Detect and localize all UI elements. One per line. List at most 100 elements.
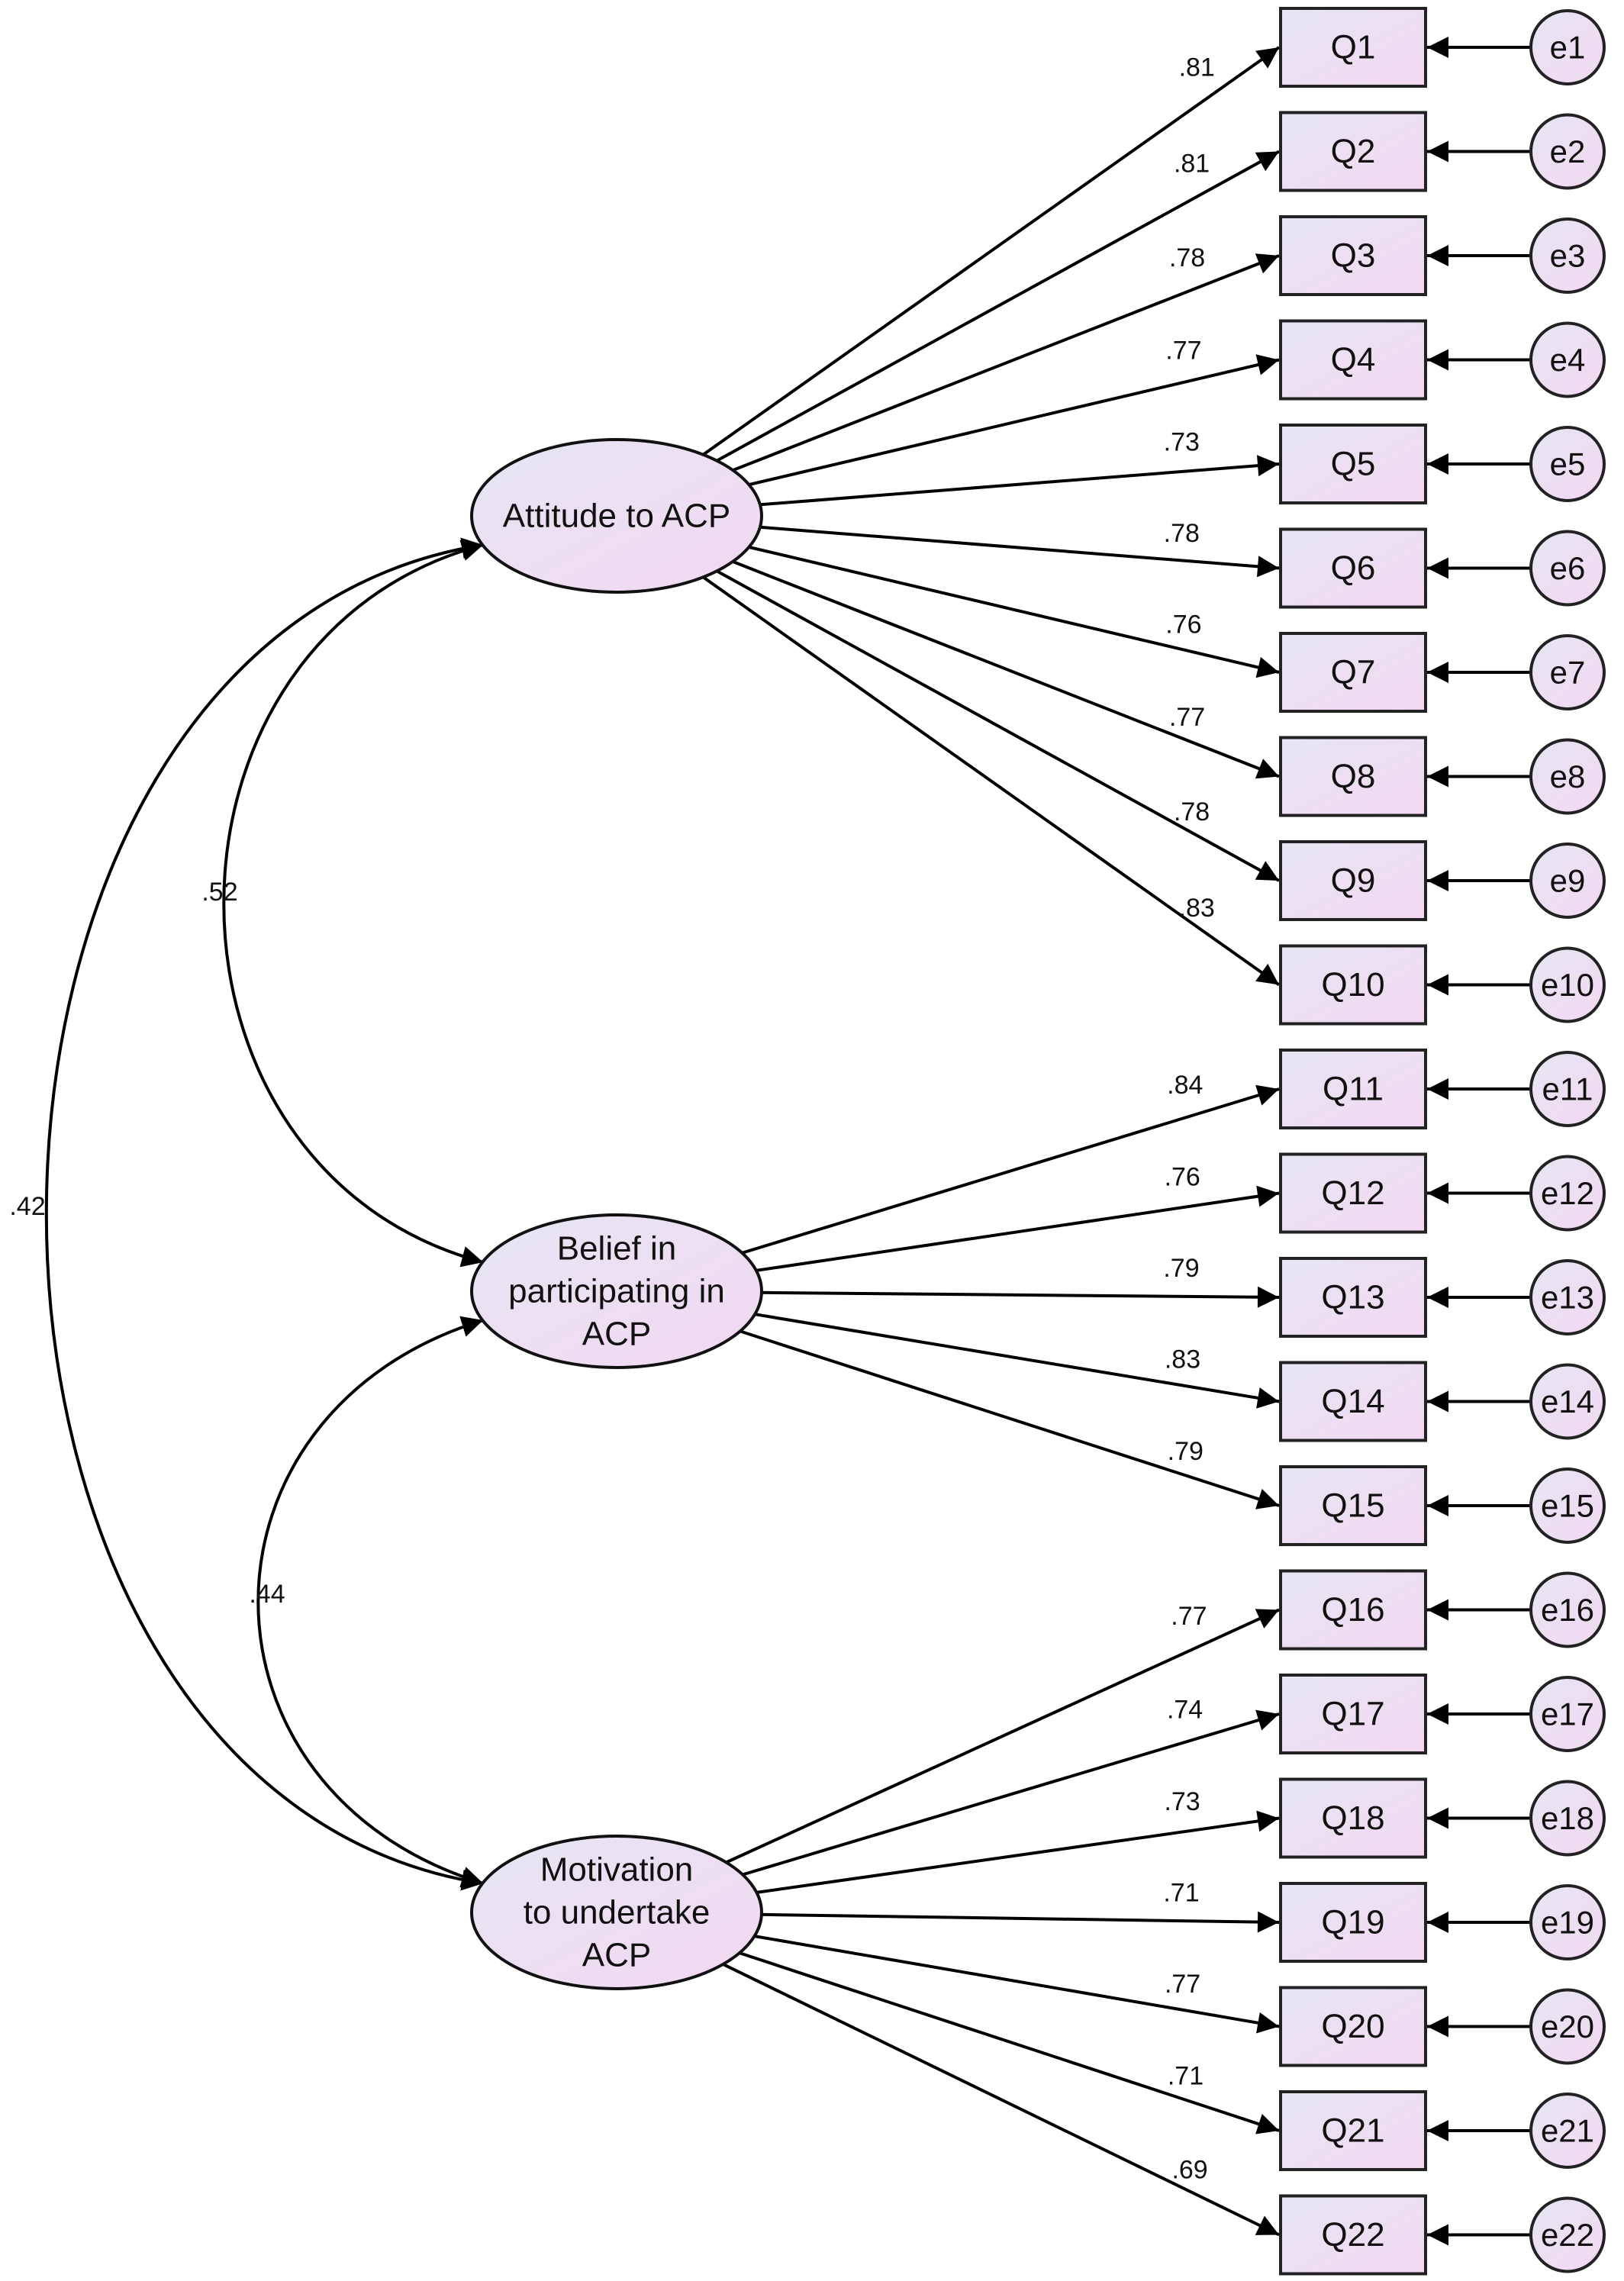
latent-factor-label: participating in: [508, 1273, 725, 1310]
error-term-circle: [1529, 530, 1606, 607]
indicator-label: Q21: [1321, 2112, 1384, 2150]
error-term-circle: [1529, 1676, 1606, 1752]
loading-arrow: [759, 455, 1280, 507]
error-term-circle: [1529, 217, 1606, 294]
loading-label: .78: [1164, 519, 1200, 548]
indicator-box: [1279, 1777, 1427, 1859]
error-term-label: e21: [1541, 2113, 1594, 2149]
indicator-label: Q20: [1321, 2008, 1384, 2045]
loading-arrow: [739, 1951, 1280, 2134]
error-term-circle: [1529, 9, 1606, 85]
indicator-box: [1279, 2194, 1427, 2276]
error-term-circle: [1529, 1051, 1606, 1127]
loading-arrow: [748, 354, 1280, 487]
error-term-label: e2: [1550, 134, 1586, 169]
indicator-box: [1279, 840, 1427, 921]
indicator-label: Q14: [1321, 1383, 1384, 1420]
loading-label: .77: [1165, 1970, 1200, 1999]
indicator-box: [1279, 1361, 1427, 1442]
error-term-label: e1: [1550, 30, 1586, 66]
error-term-label: e12: [1541, 1175, 1594, 1211]
error-term-circle: [1529, 1468, 1606, 1544]
loading-label: .69: [1171, 2155, 1207, 2184]
indicator-label: Q15: [1321, 1487, 1384, 1525]
error-term-circle: [1529, 1259, 1606, 1335]
loading-label: .77: [1169, 703, 1205, 732]
latent-factor-label: Belief in: [557, 1230, 677, 1268]
indicator-box: [1279, 1569, 1427, 1651]
loading-arrow: [754, 1313, 1280, 1409]
loading-label: .83: [1179, 894, 1215, 923]
indicator-label: Q12: [1321, 1174, 1384, 1212]
loading-arrow: [716, 150, 1280, 462]
error-term-label: e11: [1542, 1071, 1593, 1107]
indicator-box: [1279, 944, 1427, 1026]
loading-label: .84: [1167, 1071, 1203, 1100]
indicator-box: [1279, 1257, 1427, 1338]
loading-arrow: [741, 1084, 1280, 1255]
error-term-circle: [1529, 738, 1606, 815]
error-term-circle: [1529, 2093, 1606, 2169]
error-term-circle: [1529, 426, 1606, 502]
loading-arrow: [748, 545, 1280, 678]
covariance-arc: [44, 537, 484, 1891]
loading-edge-layer: [702, 37, 1531, 2246]
covariance-label: .44: [249, 1580, 285, 1609]
loading-arrow: [722, 1963, 1280, 2237]
loading-label: .73: [1164, 1787, 1200, 1816]
error-term-circle: [1529, 1780, 1606, 1857]
loading-arrow: [702, 46, 1281, 456]
covariance-label: .42: [9, 1192, 45, 1221]
indicator-label: Q9: [1331, 862, 1376, 900]
loading-label: .83: [1165, 1345, 1200, 1374]
loading-label: .73: [1164, 428, 1200, 457]
latent-factor-label: Motivation: [540, 1851, 694, 1889]
error-term-circle: [1529, 1155, 1606, 1232]
error-term-circle: [1529, 1363, 1606, 1440]
covariance-arc: [256, 1316, 484, 1888]
indicator-box: [1279, 111, 1427, 192]
indicator-box: [1279, 2090, 1427, 2171]
loading-label: .76: [1165, 1163, 1200, 1192]
error-term-label: e18: [1541, 1800, 1594, 1836]
error-term-label: e10: [1541, 967, 1594, 1003]
loading-label: .78: [1169, 243, 1205, 272]
error-term-label: e9: [1550, 863, 1586, 899]
loading-arrow: [725, 1608, 1280, 1864]
loading-label: .76: [1165, 611, 1201, 640]
indicator-box: [1279, 632, 1427, 713]
error-term-label: e15: [1541, 1488, 1594, 1524]
error-term-circle: [1529, 842, 1606, 919]
loading-arrow: [702, 575, 1281, 987]
indicator-label: Q18: [1321, 1799, 1384, 1837]
error-term-label: e4: [1550, 342, 1586, 378]
error-term-label: e8: [1550, 759, 1586, 794]
indicator-box: [1279, 215, 1427, 296]
error-term-label: e5: [1550, 446, 1586, 482]
error-term-label: e6: [1550, 550, 1586, 586]
loading-label: .81: [1174, 150, 1210, 179]
indicator-box: [1279, 1049, 1427, 1129]
error-term-label: e22: [1541, 2217, 1594, 2253]
loading-label: .79: [1163, 1254, 1199, 1283]
loading-arrow: [761, 1911, 1280, 1933]
indicator-label: Q7: [1331, 654, 1376, 691]
indicator-box: [1279, 1152, 1427, 1234]
indicator-label: Q22: [1321, 2216, 1384, 2254]
indicator-box: [1279, 7, 1427, 88]
error-term-label: e3: [1550, 238, 1586, 274]
indicator-label: Q16: [1321, 1591, 1384, 1629]
loading-arrow: [742, 1709, 1280, 1877]
loading-arrow: [716, 569, 1280, 882]
indicator-box: [1279, 736, 1427, 817]
indicator-label: Q3: [1331, 237, 1376, 275]
error-term-label: e16: [1541, 1592, 1594, 1628]
error-term-circle: [1529, 113, 1606, 190]
indicator-label: Q19: [1321, 1904, 1384, 1941]
error-term-circle: [1529, 1571, 1606, 1648]
covariance-label: .52: [201, 878, 237, 907]
indicator-label: Q2: [1331, 133, 1376, 170]
error-term-label: e19: [1541, 1905, 1594, 1941]
